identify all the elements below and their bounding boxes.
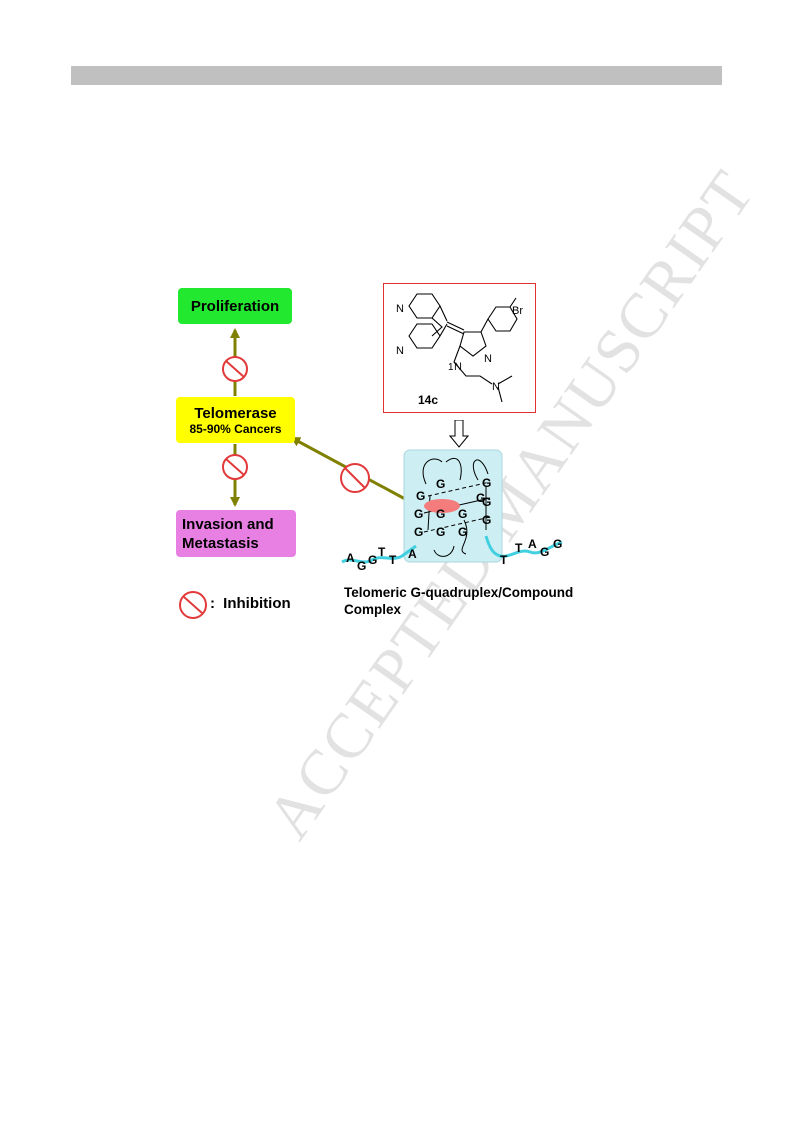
strand-left-base: T (378, 545, 386, 559)
strand-left-base: G (357, 559, 366, 573)
complex-caption: Telomeric G-quadruplex/Compound Complex (344, 584, 573, 618)
legend-inhibit-icon (179, 591, 207, 619)
base-g: G (482, 495, 491, 509)
inhibit-icon-lower (222, 454, 248, 480)
caption-line1: Telomeric G-quadruplex/Compound (344, 585, 574, 600)
legend: : Inhibition (210, 595, 291, 612)
atom-n-top: N (396, 303, 404, 315)
compound-panel: N N Br N 1 N N 14c (383, 283, 536, 413)
invasion-box: Invasion and Metastasis (176, 510, 296, 557)
strand-right-base: G (540, 545, 549, 559)
strand-left-base: T (389, 553, 397, 567)
caption-line2: Complex (344, 602, 402, 617)
base-g: G (476, 491, 485, 505)
strand-left-base: G (368, 553, 377, 567)
strand-right-base: T (500, 553, 508, 567)
base-g: G (458, 507, 467, 521)
compound-structure: N N Br N 1 N N 14c (396, 293, 523, 407)
telomerase-sublabel: 85-90% Cancers (189, 421, 282, 436)
atom-br: Br (512, 305, 523, 317)
base-g: G (458, 525, 467, 539)
base-g: G (482, 513, 491, 527)
strand-left-base: A (346, 551, 355, 565)
base-g: G (414, 507, 423, 521)
legend-label: Inhibition (223, 595, 291, 612)
base-g: G (436, 507, 445, 521)
dna-strand-right (484, 535, 563, 558)
strand-right-base: T (515, 541, 523, 555)
invasion-label-line2: Metastasis (182, 534, 259, 552)
telomerase-box: Telomerase 85-90% Cancers (176, 397, 295, 443)
atom-n2: N (484, 353, 492, 365)
inhibit-icon-diagonal (340, 463, 370, 493)
ligand-ellipse (424, 499, 460, 513)
complex-diagram: G G G G G G G G G G G G A G G T T A T T … (341, 449, 563, 573)
telomerase-label: Telomerase (194, 404, 277, 422)
compound-id: 14c (418, 393, 438, 407)
invasion-label-line1: Invasion and (182, 515, 274, 533)
base-g: G (436, 477, 445, 491)
atom-n-amine: N (492, 381, 500, 393)
proliferation-box: Proliferation (178, 288, 292, 324)
inhibit-icon-upper (222, 356, 248, 382)
header-bar (71, 66, 722, 85)
proliferation-label: Proliferation (190, 297, 280, 315)
atom-locant: 1 (448, 362, 454, 373)
legend-separator: : (210, 595, 215, 612)
binding-arrow (449, 420, 469, 448)
strand-right-base: A (528, 537, 537, 551)
base-g: G (482, 476, 491, 490)
base-g: G (416, 489, 425, 503)
dna-strand-left (341, 544, 417, 564)
strand-left-base: A (408, 547, 417, 561)
base-g: G (414, 525, 423, 539)
base-g: G (436, 525, 445, 539)
strand-right-base: G (553, 537, 562, 551)
atom-n-bottom: N (396, 345, 404, 357)
atom-n1: N (454, 361, 462, 373)
